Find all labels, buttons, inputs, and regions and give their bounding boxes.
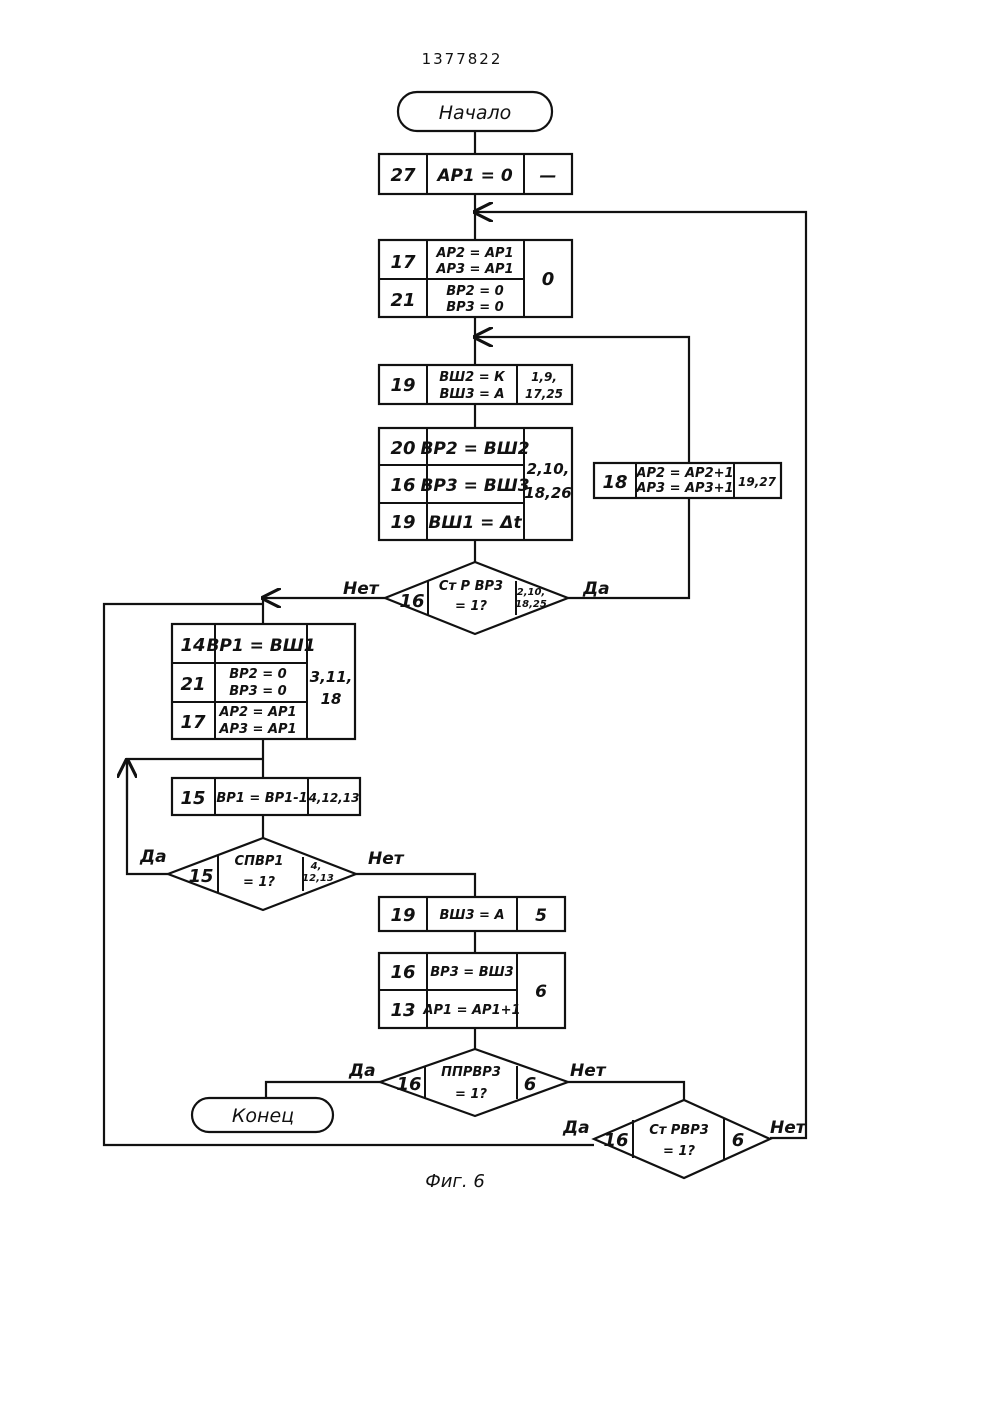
- decision-reference: 2,10,: [517, 587, 545, 598]
- block-operation: ВР1 = ВШ1: [206, 636, 315, 656]
- block-reference: 3,11,: [310, 668, 353, 686]
- d4-yes-label: Да: [562, 1118, 590, 1138]
- end-label: Конец: [232, 1105, 294, 1127]
- block-vr1-reset: 14 ВР1 = ВШ1 21 ВР2 = 0 ВР3 = 0 17 АР2 =…: [172, 624, 355, 739]
- d2-no-line: [356, 874, 475, 897]
- block-ar-increment: 18 АР2 = АР2+1 АР3 = АР3+1 19,27: [594, 463, 781, 498]
- block-vsh-set: 19 ВШ2 = К ВШ3 = А 1,9, 17,25: [379, 365, 572, 404]
- decision-condition: = 1?: [455, 599, 487, 614]
- block-operation: АР3 = АР3+1: [635, 481, 733, 496]
- block-number: 19: [390, 905, 415, 926]
- decision-condition: Ст РВР3: [649, 1123, 709, 1138]
- block-operation: ВР2 = 0: [446, 284, 503, 299]
- d3-no-line: [568, 1082, 684, 1100]
- block-operation: ВР3 = 0: [446, 300, 503, 315]
- d1-no-label: Нет: [343, 579, 380, 599]
- decision-spvr1: 15 СПВР1 = 1? 4, 12,13: [168, 838, 356, 910]
- decision-reference: 4,: [310, 861, 322, 872]
- block-number: 27: [390, 165, 416, 186]
- start-label: Начало: [439, 102, 512, 124]
- block-operation: АР2 = АР2+1: [635, 466, 733, 481]
- block-operation: ВР2 = ВШ2: [420, 439, 529, 459]
- document-number: 1377822: [422, 50, 503, 68]
- block-reference: 1,9,: [531, 370, 557, 384]
- d2-no-label: Нет: [368, 849, 405, 869]
- block-number: 19: [390, 512, 415, 533]
- block-operation: ВР3 = ВШ3: [430, 965, 513, 980]
- decision-condition: = 1?: [455, 1087, 487, 1102]
- decision-reference: 6: [524, 1074, 537, 1095]
- block-operation: АР1 = 0: [435, 166, 513, 186]
- block-reference: 5: [535, 906, 547, 926]
- block-number: 21: [390, 290, 415, 311]
- start-terminal: Начало: [398, 92, 552, 131]
- d1-yes-label: Да: [582, 579, 610, 599]
- decision-condition: Ст Р ВР3: [439, 579, 503, 594]
- decision-number: 16: [396, 1074, 421, 1095]
- block-number: 13: [390, 1000, 415, 1021]
- decision-st-rvr3: 16 Ст РВР3 = 1? 6: [594, 1100, 770, 1178]
- block-number: 18: [602, 472, 627, 493]
- block-vr3-ar1-update: 16 ВР3 = ВШ3 13 АР1 = АР1+1 6: [379, 953, 565, 1028]
- block-operation: ВШ2 = К: [439, 370, 506, 385]
- block-reference: 18: [321, 690, 342, 708]
- block-number: 20: [390, 438, 415, 459]
- block-number: 21: [180, 674, 205, 695]
- decision-reference: 6: [732, 1130, 745, 1151]
- block-number: 17: [390, 252, 416, 273]
- block-number: 16: [390, 962, 415, 983]
- d2-yes-label: Да: [139, 847, 167, 867]
- block-reference: 19,27: [738, 475, 777, 489]
- d3-yes-label: Да: [348, 1061, 376, 1081]
- block-vsh3-set: 19 ВШ3 = А 5: [379, 897, 565, 931]
- decision-number: 15: [188, 866, 213, 887]
- block-number: 15: [180, 788, 205, 809]
- block-operation: АР3 = АР1: [435, 262, 513, 277]
- decision-condition: = 1?: [663, 1144, 695, 1159]
- block-operation: ВШ3 = А: [439, 387, 504, 402]
- figure-caption: Фиг. 6: [425, 1171, 485, 1192]
- block-vr1-decrement: 15 ВР1 = ВР1-1 4,12,13: [172, 778, 360, 815]
- block-reference: 18,26: [524, 484, 571, 502]
- block-operation: АР2 = АР1: [435, 246, 513, 261]
- block-number: 14: [180, 635, 205, 656]
- block-reference: 0: [542, 269, 555, 290]
- decision-reference: 18,25: [515, 599, 547, 610]
- block-number: 19: [390, 375, 415, 396]
- block-operation: АР3 = АР1: [218, 722, 296, 737]
- d4-no-label: Нет: [770, 1118, 807, 1138]
- d3-no-label: Нет: [570, 1061, 607, 1081]
- block-reference: 2,10,: [527, 460, 570, 478]
- decision-reference: 12,13: [302, 873, 334, 884]
- block-operation: ВШ3 = А: [439, 908, 504, 923]
- decision-condition: СПВР1: [235, 854, 284, 869]
- decision-pprvr3: 16 ППРВР3 = 1? 6: [380, 1049, 568, 1116]
- decision-number: 16: [399, 591, 424, 612]
- block-number: 17: [180, 712, 206, 733]
- block-reference: 17,25: [525, 387, 563, 401]
- block-vr-assign: 20 ВР2 = ВШ2 16 ВР3 = ВШ3 19 ВШ1 = Δt 2,…: [379, 428, 572, 540]
- block-operation: ВР1 = ВР1-1: [216, 791, 307, 806]
- block-ar-vr-init: 17 АР2 = АР1 АР3 = АР1 21 ВР2 = 0 ВР3 = …: [379, 240, 572, 317]
- block-operation: ВР3 = 0: [229, 684, 286, 699]
- block-number: 16: [390, 475, 415, 496]
- block-reference: —: [540, 166, 557, 186]
- end-terminal: Конец: [192, 1098, 333, 1132]
- block-operation: АР1 = АР1+1: [422, 1003, 520, 1018]
- block-reference: 6: [535, 982, 547, 1002]
- block-operation: ВР3 = ВШ3: [420, 476, 529, 496]
- decision-condition: ППРВР3: [441, 1065, 501, 1080]
- block-operation: ВР2 = 0: [229, 667, 286, 682]
- decision-st-r-vr3: 16 Ст Р ВР3 = 1? 2,10, 18,25: [385, 562, 568, 634]
- block-reference: 4,12,13: [308, 791, 360, 805]
- decision-number: 16: [603, 1130, 628, 1151]
- decision-condition: = 1?: [243, 875, 275, 890]
- block-ar1-init: 27 АР1 = 0 —: [379, 154, 572, 194]
- block-operation: ВШ1 = Δt: [428, 513, 522, 533]
- block-operation: АР2 = АР1: [218, 705, 296, 720]
- d3-yes-line: [266, 1082, 380, 1098]
